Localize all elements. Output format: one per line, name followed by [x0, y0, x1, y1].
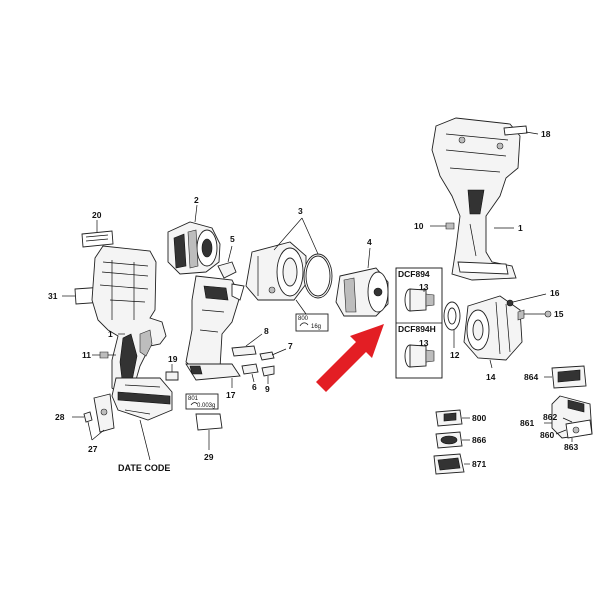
callout-860: 860: [540, 430, 554, 440]
callout-12: 12: [450, 350, 460, 360]
housing-base: [111, 377, 173, 421]
grease-801-box: 801 0.003g: [185, 393, 219, 410]
callout-27: 27: [88, 444, 98, 454]
date-code-label: DATE CODE: [118, 463, 170, 473]
callout-16: 16: [550, 288, 560, 298]
grease-800-qty: 16g: [311, 324, 321, 330]
callout-862: 862: [543, 412, 557, 422]
part-14-nose: 14: [463, 295, 523, 382]
callout-864: 864: [524, 372, 538, 382]
callout-7: 7: [288, 341, 293, 351]
callout-1-right: 1: [518, 223, 523, 233]
part-11-screw: 11: [82, 350, 116, 360]
part-16: 16: [506, 288, 560, 307]
part-860-case: 861 862 860 863: [520, 395, 593, 452]
callout-20: 20: [92, 210, 102, 220]
callout-8: 8: [264, 326, 269, 336]
callout-18: 18: [541, 129, 551, 139]
part-18-label: 18: [503, 125, 551, 139]
callout-1-left: 1: [108, 329, 113, 339]
callout-28: 28: [55, 412, 65, 422]
callout-13-bottom: 13: [419, 338, 429, 348]
part-866-accessory: 866: [435, 431, 486, 449]
grease-800-box: 800 16g: [295, 299, 329, 332]
part-8: 8: [231, 326, 269, 357]
part-27-clip: 28 27: [55, 393, 115, 454]
part-800-accessory: 800: [435, 409, 486, 427]
part-10: 10: [414, 221, 455, 231]
callout-3: 3: [298, 206, 303, 216]
callout-29: 29: [204, 452, 214, 462]
callout-14: 14: [486, 372, 496, 382]
variant-box: DCF894 DCF894H 13 13: [395, 267, 443, 379]
part-7: 7: [259, 341, 293, 361]
red-pointer-arrow: [316, 324, 384, 392]
part-4-mechanism: 4: [335, 237, 389, 317]
part-12-washer: 12: [443, 301, 461, 360]
callout-871: 871: [472, 459, 486, 469]
callout-800: 800: [472, 413, 486, 423]
part-2-motor: 2: [167, 195, 221, 275]
part-3-gearcase: 3: [245, 206, 333, 301]
variant-dcf894h: DCF894H: [398, 324, 436, 334]
part-5: 5: [217, 234, 237, 279]
part-9: 9: [261, 365, 275, 394]
callout-863: 863: [564, 442, 578, 452]
callout-31: 31: [48, 291, 58, 301]
callout-11: 11: [82, 350, 91, 360]
callout-17: 17: [226, 390, 236, 400]
callout-10: 10: [414, 221, 424, 231]
callout-9: 9: [265, 384, 270, 394]
grease-801-code: 801: [188, 396, 199, 402]
part-15-screw: 15: [517, 309, 564, 321]
callout-19: 19: [168, 354, 178, 364]
callout-4: 4: [367, 237, 372, 247]
grease-800-code: 800: [298, 316, 309, 322]
callout-2: 2: [194, 195, 199, 205]
callout-866: 866: [472, 435, 486, 445]
callout-15: 15: [554, 309, 564, 319]
grease-801-qty: 0.003g: [197, 403, 215, 409]
housing-right: [431, 117, 521, 281]
part-17-module: 17: [185, 275, 245, 400]
part-864: 864: [524, 365, 587, 389]
part-19: 19: [165, 354, 179, 381]
part-871-battery: 871: [433, 453, 486, 475]
part-6: 6: [241, 363, 259, 392]
variant-dcf894: DCF894: [398, 269, 430, 279]
callout-861: 861: [520, 418, 534, 428]
callout-5: 5: [230, 234, 235, 244]
part-29-pad: 29: [195, 413, 223, 462]
callout-6: 6: [252, 382, 257, 392]
part-20-label: 20: [81, 210, 114, 248]
housing-left: [91, 245, 167, 395]
callout-13-top: 13: [419, 282, 429, 292]
